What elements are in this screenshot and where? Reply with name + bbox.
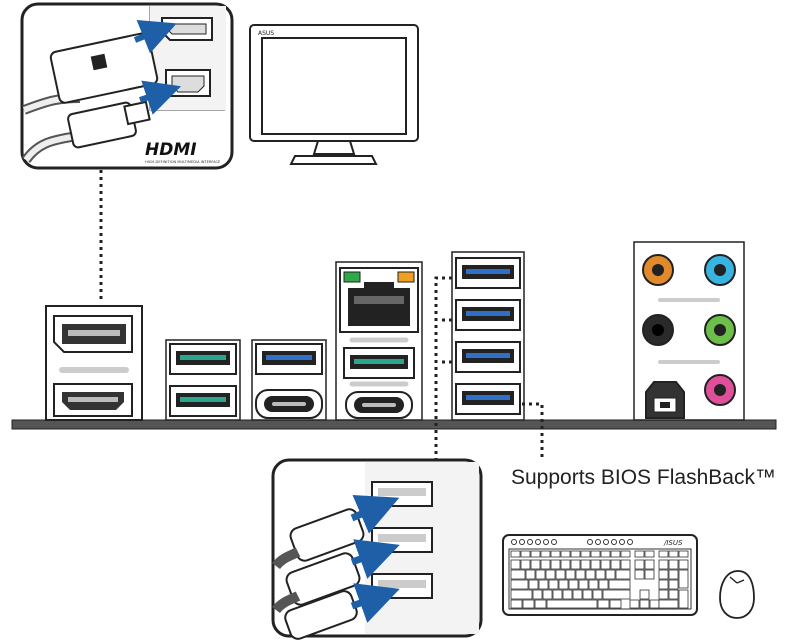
connect-arrow-icon [133,19,177,54]
monitor-icon: ASUS [249,24,419,165]
hdmi-port-icon [165,69,211,97]
connect-arrow-icon [139,80,182,115]
usb-port-icon [371,481,433,507]
usb-a-port[interactable] [343,347,415,379]
usb-a-port[interactable] [455,257,521,289]
mouse-icon [719,570,755,619]
usb-stack-leaders [434,276,544,460]
flashback-caption: Supports BIOS FlashBack™ [511,466,776,489]
monitor-brand: ASUS [258,30,274,37]
lan-group [335,261,423,421]
mic-jack[interactable] [704,374,736,406]
keyboard-keys [510,550,689,609]
io-shield-edge [11,419,777,430]
hdmi-tagline: HIGH-DEFINITION MULTIMEDIA INTERFACE [145,160,221,164]
keyboard-icon: /ISUS [502,534,698,616]
optical-spdif-port[interactable] [645,381,685,419]
hdmi-port[interactable] [53,383,133,417]
usb-c-port[interactable] [255,389,323,419]
usb-a-port[interactable] [169,385,237,417]
usb-callout [271,458,483,640]
hdmi-plug-icon [21,100,151,164]
display-port-group [45,305,143,421]
line-in-jack[interactable] [642,254,674,286]
usb-a-port[interactable] [169,343,237,375]
displayport-plug-icon [22,32,159,115]
usb-a-flashback-port[interactable] [455,383,521,415]
usb-a-port[interactable] [455,299,521,331]
usb-group-1 [165,339,241,421]
displayport-port-icon [161,17,213,41]
usb-group-2 [251,339,327,421]
rj45-port[interactable] [339,267,419,333]
line-in-blue-jack[interactable] [704,254,736,286]
display-callout: HDMI HIGH-DEFINITION MULTIMEDIA INTERFAC… [20,2,234,170]
keyboard-brand: /ISUS [663,539,683,547]
rear-speaker-jack[interactable] [642,314,674,346]
displayport-port[interactable] [53,315,133,353]
usb-port-icon [371,527,433,553]
connect-arrow-icon [350,583,400,623]
connect-arrow-icon [350,494,400,534]
usb-a-port[interactable] [255,343,323,375]
usb-c-port[interactable] [345,391,413,419]
usb-stack [451,251,525,421]
usb-port-icon [371,573,433,599]
connect-arrow-icon [350,539,400,579]
line-out-jack[interactable] [704,314,736,346]
usb-a-port[interactable] [455,341,521,373]
audio-panel [633,241,745,421]
hdmi-logo: HDMI [145,140,197,160]
